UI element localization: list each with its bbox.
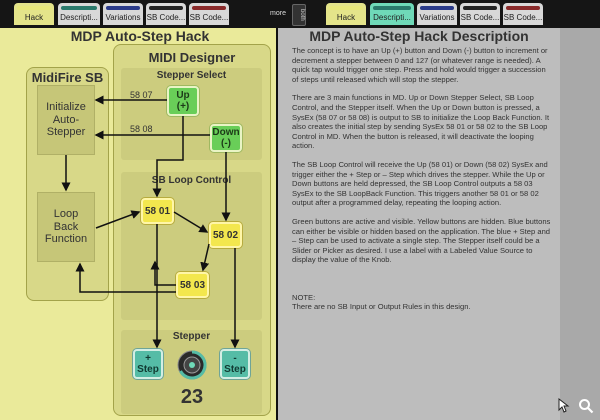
description-paragraph-4: Green buttons are active and visible. Ye… — [292, 216, 551, 265]
right-margin-strip — [560, 28, 600, 420]
tab-hack[interactable]: Hack — [14, 3, 54, 25]
sysex-5801-button[interactable]: 58 01 — [141, 198, 174, 224]
knob-icon — [177, 350, 207, 380]
tab-bar: Hack Descripti... Variations SB Code... … — [0, 0, 600, 28]
stepper-knob[interactable] — [177, 350, 207, 380]
stepper-title: Stepper — [172, 331, 211, 342]
pointer-icon[interactable] — [556, 397, 570, 414]
more-button[interactable]: more — [270, 10, 286, 17]
down-button[interactable]: Down (-) — [210, 124, 242, 152]
description-title: MDP Auto-Step Hack Description — [309, 28, 529, 44]
hack-title: MDP Auto-Step Hack — [70, 28, 210, 44]
sysex-5808-label: 58 08 — [130, 124, 153, 134]
description-paragraph-2: There are 3 main functions in MD. Up or … — [292, 93, 550, 151]
tab-variations[interactable]: Variations — [103, 3, 143, 25]
tab-sb-code-2-right[interactable]: SB Code... — [503, 3, 543, 25]
midi-designer-title: MIDI Designer — [148, 50, 236, 65]
tab-sb-code-2[interactable]: SB Code... — [189, 3, 229, 25]
sysex-5803-button[interactable]: 58 03 — [176, 272, 209, 298]
midifire-sb-title: MidiFire SB — [31, 70, 104, 85]
initialize-auto-stepper-box: Initialize Auto- Stepper — [37, 85, 95, 155]
tab-sb-code-1[interactable]: SB Code... — [146, 3, 186, 25]
description-pane — [278, 28, 560, 420]
sysex-5802-button[interactable]: 58 02 — [209, 222, 242, 248]
stepper-select-title: Stepper Select — [156, 70, 227, 81]
sb-loop-control-title: SB Loop Control — [151, 175, 232, 186]
loop-back-function-box: Loop Back Function — [37, 192, 95, 262]
note-label: NOTE: — [292, 292, 316, 302]
tab-sb-code-1-right[interactable]: SB Code... — [460, 3, 500, 25]
tab-description-right[interactable]: Descripti... — [370, 3, 414, 25]
plus-step-button[interactable]: + Step — [133, 349, 163, 379]
both-toggle[interactable]: both — [292, 4, 306, 26]
description-paragraph-3: The SB Loop Control will receive the Up … — [292, 159, 548, 208]
tab-hack-right[interactable]: Hack — [326, 3, 366, 25]
minus-step-button[interactable]: - Step — [220, 349, 250, 379]
description-paragraph-1: The concept is to have an Up (+) button … — [292, 46, 548, 84]
knob-value-label: 23 — [180, 386, 204, 408]
sysex-5807-label: 58 07 — [130, 90, 153, 100]
description-text: The concept is to have an Up (+) button … — [292, 46, 554, 321]
tab-variations-right[interactable]: Variations — [417, 3, 457, 25]
note-text: There are no SB Input or Output Rules in… — [292, 302, 471, 312]
up-button[interactable]: Up (+) — [167, 86, 199, 116]
zoom-icon[interactable] — [578, 398, 594, 414]
tab-description[interactable]: Descripti... — [58, 3, 100, 25]
